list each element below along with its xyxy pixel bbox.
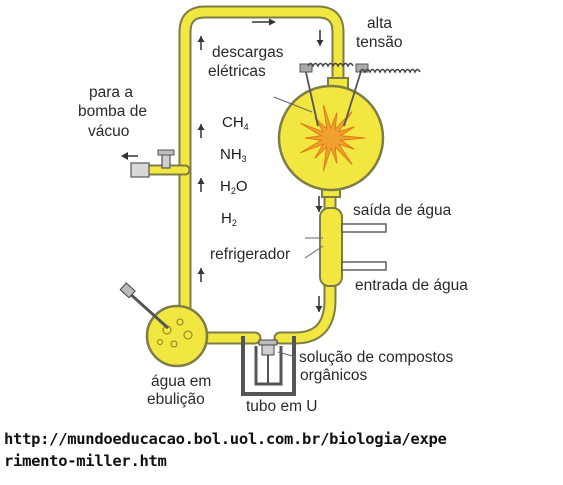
flow-arrow-icon (197, 36, 205, 50)
source-url-line1: http://mundoeducacao.bol.uol.com.br/biol… (4, 430, 447, 448)
electrodes (299, 63, 369, 127)
label-agua-line1: água em (151, 373, 212, 390)
high-voltage-wire-icon (307, 62, 421, 74)
label-saida-agua: saída de água (353, 202, 452, 219)
label-bomba-line1: para a (89, 84, 133, 101)
flow-arrow-icon (315, 296, 323, 312)
label-tubo-u: tubo em U (246, 398, 318, 415)
label-agua-line2: ebulição (147, 391, 205, 408)
label-alta-line2: tensão (356, 34, 403, 51)
label-bomba-line2: bomba de (78, 103, 147, 120)
label-solucao-line2: orgânicos (300, 367, 368, 384)
flow-arrow-icon (252, 18, 276, 26)
label-solucao-line1: solução de compostos (299, 349, 454, 366)
flow-arrow-icon (316, 30, 324, 46)
label-descargas-line2: elétricas (208, 63, 266, 80)
flow-arrow-icon (197, 268, 205, 282)
boiling-flask (119, 282, 209, 368)
label-descargas-line1: descargas (212, 44, 284, 61)
label-leaders (273, 96, 324, 358)
gas-ch4: CH4 (222, 114, 249, 132)
flow-arrow-icon (315, 196, 323, 212)
flow-arrow-icon (197, 178, 205, 192)
vacuum-valve (130, 149, 175, 178)
source-url-line2: rimento-miller.htm (4, 452, 167, 470)
label-bomba-line3: vácuo (88, 123, 130, 140)
gas-h2o: H2O (220, 178, 248, 196)
gas-nh3: NH3 (220, 146, 247, 164)
label-refrigerador: refrigerador (210, 246, 291, 263)
glass-tube-loop (139, 5, 345, 345)
label-entrada-agua: entrada de água (355, 277, 468, 294)
condenser (319, 207, 387, 287)
gas-h2: H2 (221, 210, 237, 228)
flow-arrow-icon (197, 124, 205, 138)
spark-burst (300, 104, 366, 172)
label-alta-line1: alta (367, 15, 392, 32)
flow-arrows (197, 18, 324, 312)
u-tube (241, 336, 296, 396)
vacuum-arrow-icon (121, 152, 138, 160)
